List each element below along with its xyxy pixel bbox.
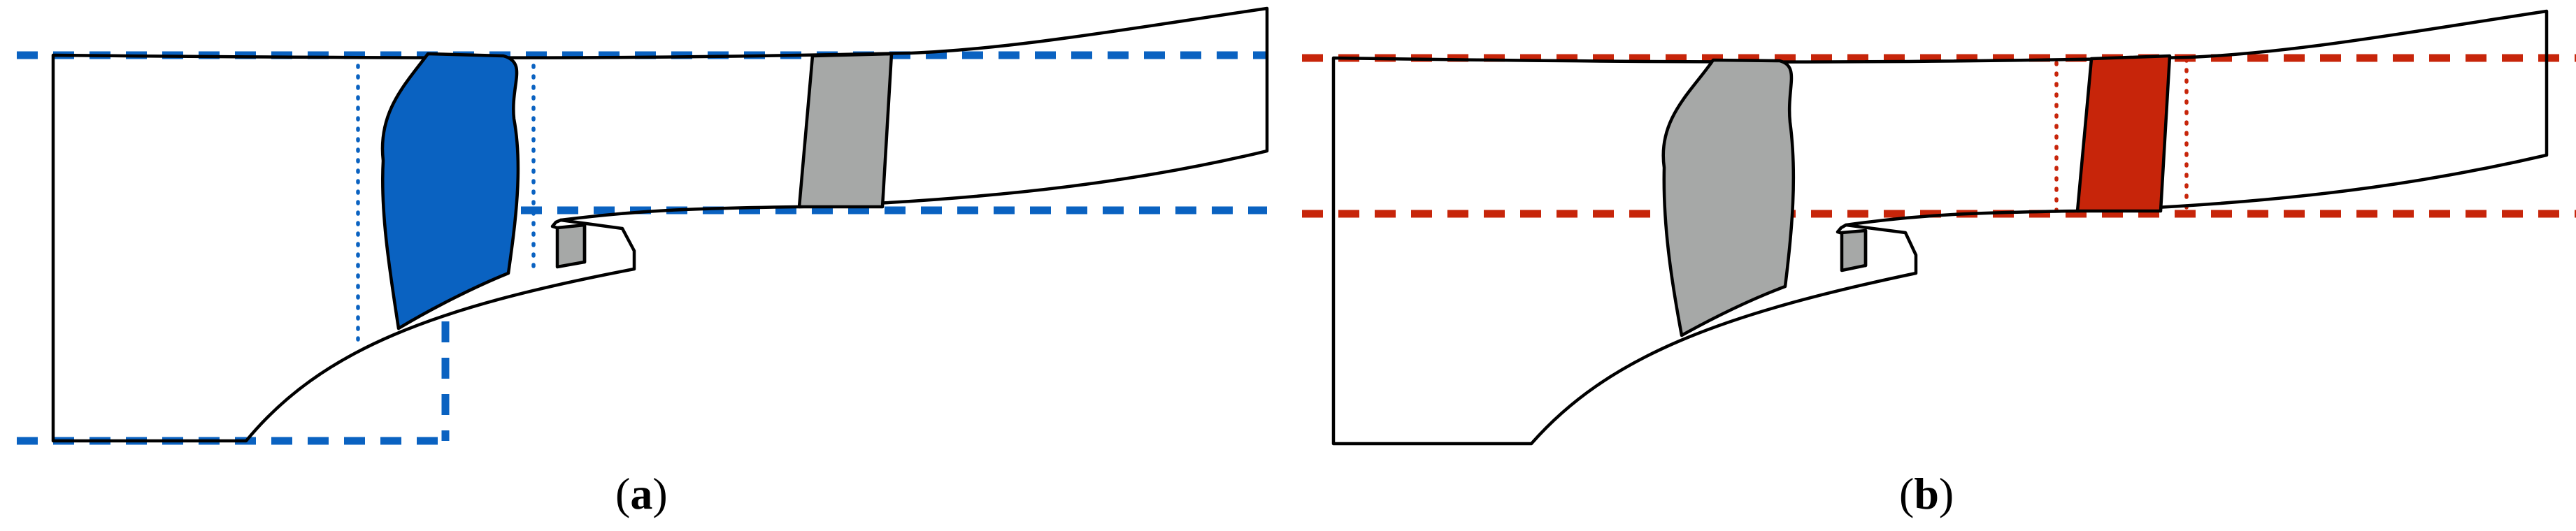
panel-a-caption: (a) — [615, 469, 668, 518]
panel-a: (a) — [17, 6, 1269, 518]
panel-b-dashed-boundaries — [1302, 54, 2576, 218]
panel-b-caption: (b) — [1899, 469, 1954, 518]
panel-a-outlet-blade — [797, 52, 894, 209]
panel-b-small-strut — [1840, 228, 1868, 272]
panel-b: (b) — [1302, 9, 2576, 518]
panel-a-small-strut — [555, 223, 587, 269]
panel-b-inlet-guide-vane — [1661, 58, 1796, 337]
panel-b-duct-outline — [1331, 9, 2549, 446]
panel-a-inlet-guide-vane — [380, 52, 520, 330]
panel-a-dashed-boundaries — [17, 51, 1267, 445]
panel-a-duct-outline — [51, 6, 1269, 443]
panel-b-outlet-guide-vane — [2075, 54, 2172, 213]
